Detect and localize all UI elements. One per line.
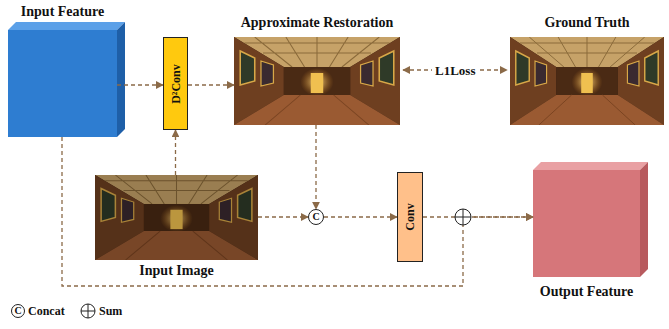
dashed-arrow [175, 130, 176, 175]
dashed-arrow [258, 216, 308, 217]
panel-title: Ground Truth [544, 15, 629, 31]
dark-overlay [95, 175, 258, 260]
input-photo [95, 175, 258, 260]
cube-front [8, 30, 117, 137]
legend-text: Sum [99, 304, 122, 318]
block-label: D²Conv [169, 64, 183, 104]
operator-letter: C [309, 210, 323, 224]
input-feature-cube [8, 22, 125, 137]
dashed-arrow [62, 137, 533, 286]
cube-top [533, 162, 648, 170]
conv-block: D²Conv [163, 37, 188, 130]
dashed-arrow [117, 84, 163, 85]
legend-symbols [12, 304, 96, 318]
feature-cube: Output Feature [533, 170, 640, 277]
output-feature-cube [533, 162, 648, 277]
feature-cube: Input Feature [8, 30, 117, 137]
restored-photo [234, 37, 400, 125]
legend-text: Concat [28, 304, 65, 318]
sum-symbol [455, 209, 471, 225]
dashed-arrow [324, 216, 397, 217]
cube-front [533, 170, 640, 277]
dashed-arrow [315, 125, 316, 209]
concat-symbol [12, 305, 25, 318]
block-label: Conv [403, 203, 417, 230]
panel-title: Input Image [139, 263, 213, 279]
ground-truth-photo [510, 37, 664, 125]
cube-side [117, 22, 125, 137]
cube-top [8, 22, 125, 30]
image-panel: Input Image [95, 175, 258, 260]
sum-cross [81, 304, 95, 318]
loss-label: L1Loss [432, 63, 478, 78]
dashed-arrow [188, 84, 234, 85]
concat-circle: C [308, 209, 324, 225]
sum-cross [455, 209, 471, 225]
panel-title: Output Feature [540, 284, 633, 300]
panel-title: Approximate Restoration [241, 15, 394, 31]
conv-block: Conv [397, 172, 423, 262]
image-panel: Approximate Restoration [234, 37, 400, 125]
legend-symbol-letter: C [15, 305, 22, 317]
sum-symbol [81, 304, 95, 318]
image-panel: Ground Truth [510, 37, 664, 125]
panel-title: Input Feature [21, 4, 104, 20]
cube-side [640, 162, 648, 277]
